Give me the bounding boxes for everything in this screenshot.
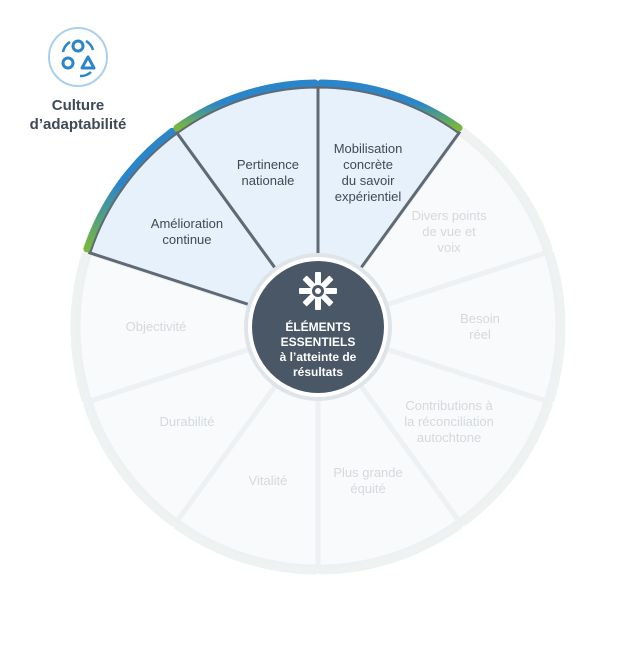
segment-label-line: Besoin xyxy=(460,311,500,326)
segment-label-line: expérientiel xyxy=(335,189,402,204)
segment-rim xyxy=(460,401,553,527)
segment-label-line: Divers points xyxy=(411,208,487,223)
segment-label-line: la réconciliation xyxy=(404,414,494,429)
segment-label-line: Objectivité xyxy=(126,319,187,334)
segment-rim xyxy=(460,127,553,253)
woven-star-icon xyxy=(299,272,337,310)
segment-label-line: Plus grande xyxy=(333,465,402,480)
segment-rim xyxy=(70,250,89,404)
segment-rim xyxy=(83,127,176,253)
badge-label: Culture d’adaptabilité xyxy=(14,96,142,134)
segment-label: Durabilité xyxy=(159,414,214,429)
segment-label: Vitalité xyxy=(249,473,288,488)
segment-rim xyxy=(173,79,319,132)
segment-rim xyxy=(173,522,319,575)
wheel-segment: Vitalité xyxy=(173,380,321,575)
segment-label-line: Mobilisation xyxy=(334,141,403,156)
segment-rim xyxy=(547,250,566,404)
segment-label-line: réel xyxy=(469,327,491,342)
segment-rim xyxy=(317,79,463,132)
center-label-line: ESSENTIELS xyxy=(281,335,356,349)
badge-label-line: d’adaptabilité xyxy=(29,116,127,133)
segment-label-line: concrète xyxy=(343,157,393,172)
center-label-line: ÉLÉMENTS xyxy=(285,319,350,334)
badge-label-line: Culture xyxy=(51,97,105,114)
culture-adaptability-icon xyxy=(47,26,109,88)
segment-label-line: autochtone xyxy=(417,430,481,445)
segment-label-line: Amélioration xyxy=(151,216,223,231)
center-label-line: à l’atteinte de xyxy=(280,350,357,364)
segment-label-line: continue xyxy=(162,232,211,247)
segment-label-line: Pertinence xyxy=(237,157,299,172)
segment-label: Objectivité xyxy=(126,319,187,334)
wheel-segment: Durabilité xyxy=(83,345,281,527)
segment-rim xyxy=(83,401,176,527)
segment-label-line: nationale xyxy=(242,173,295,188)
wheel-segment: Objectivité xyxy=(70,249,255,405)
segment-label-line: Vitalité xyxy=(249,473,288,488)
center-label-line: résultats xyxy=(293,365,343,379)
segment-label-line: équité xyxy=(350,481,385,496)
segment-label-line: Durabilité xyxy=(159,414,214,429)
segment-label-line: de vue et xyxy=(422,224,476,239)
segment-label-line: voix xyxy=(437,240,461,255)
segment-label-line: du savoir xyxy=(342,173,395,188)
segment-label-line: Contributions à xyxy=(405,398,493,413)
segment-rim xyxy=(317,522,463,575)
center-disc xyxy=(252,261,384,393)
